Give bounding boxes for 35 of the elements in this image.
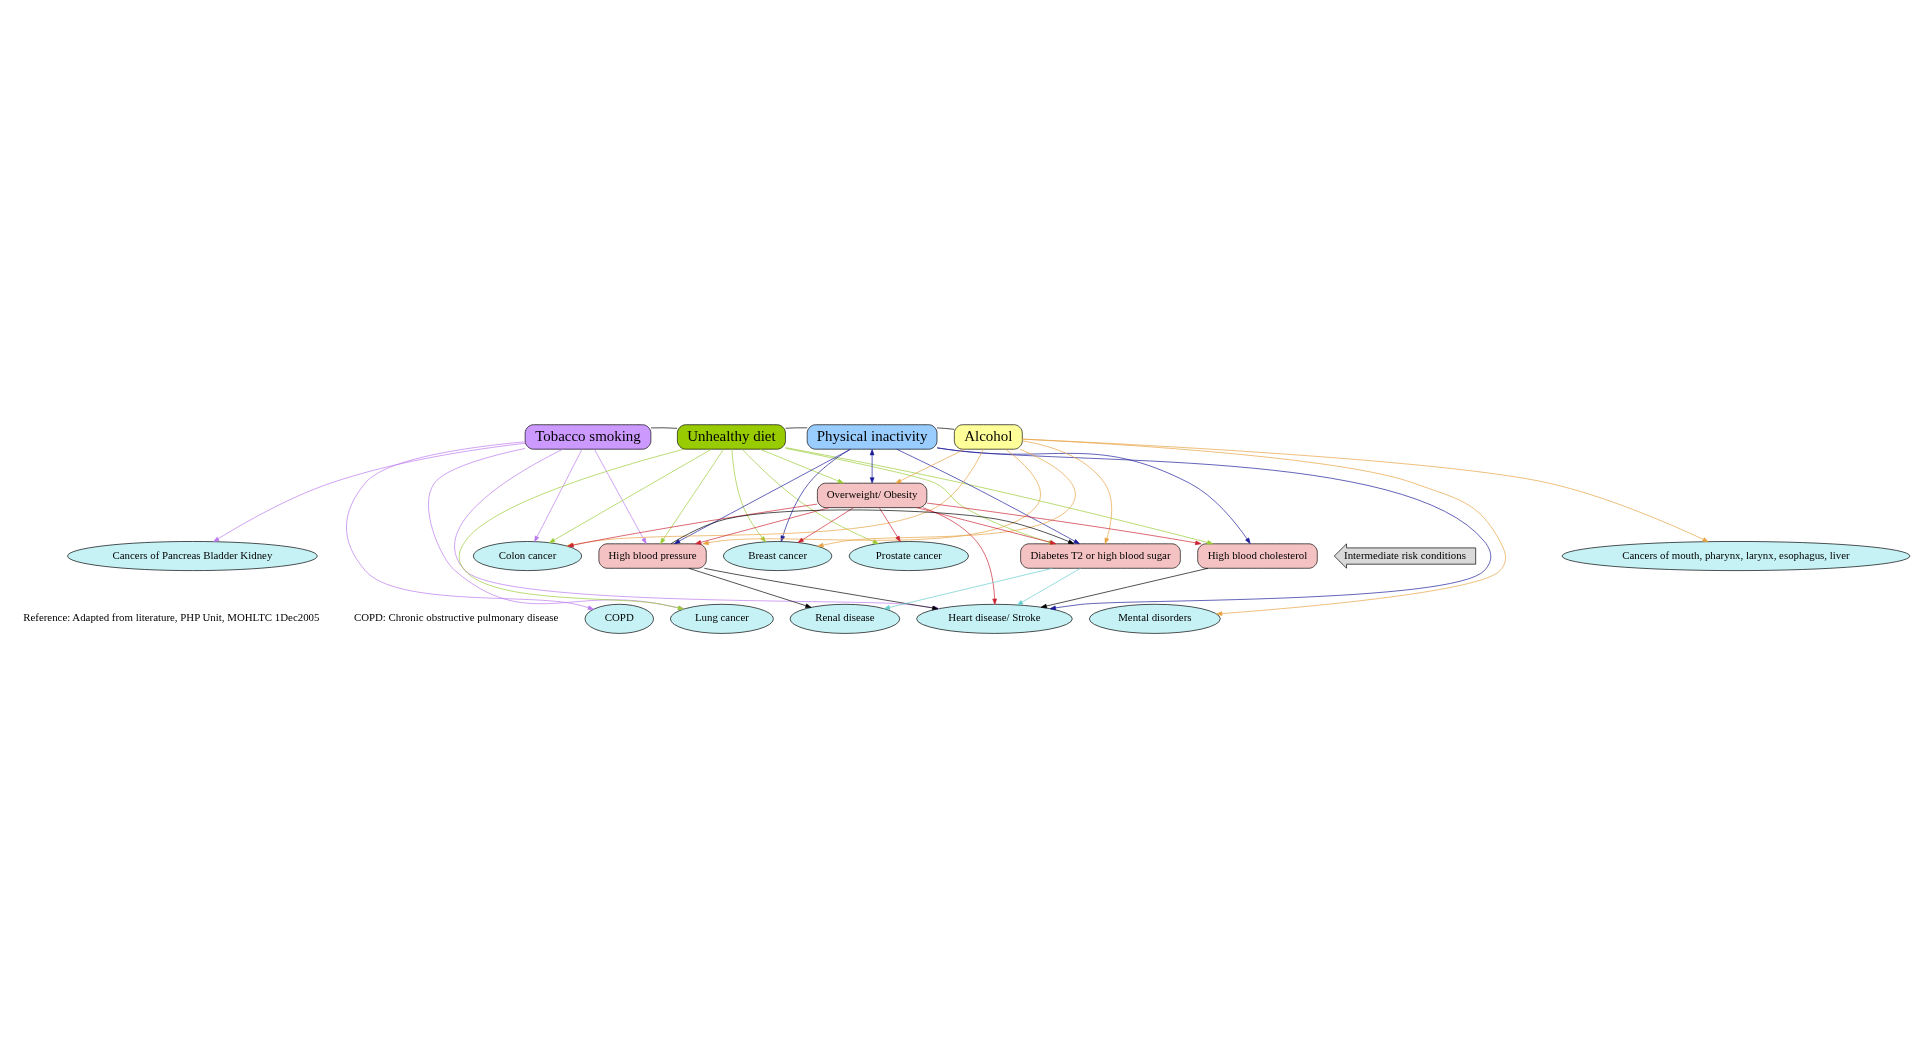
arrow [673,448,851,544]
arrow [687,567,811,608]
arrow [780,449,850,542]
node-box: Unhealthy diet [676,424,786,450]
arrow [694,507,830,545]
arrow [659,449,724,545]
arrow [741,449,879,544]
node-ellipse: Cancers of Pancreas Bladder Kidney [66,541,318,571]
connector [936,427,955,430]
label: COPD: Chronic obstructive pulmonary disease [353,611,558,624]
node-box: Tobacco smoking [524,424,651,450]
arrow [345,441,594,610]
arrow [212,443,525,543]
arrow [731,448,766,543]
node-box: Physical inactivity [806,424,937,450]
arrow [936,447,1491,611]
arrow [548,448,712,544]
arrow [922,507,997,605]
node-box: Overweight/ Obesity [816,482,927,508]
node-ellipse: Cancers of mouth, pharynx, larynx, esophagus, liver [1561,541,1910,571]
node-box: High blood cholesterol [1196,543,1318,569]
arrow [797,507,854,543]
arrow [759,448,844,484]
node-box: Diabetes T2 or high blood sugar [1019,543,1181,569]
arrow [878,507,901,542]
arrow [1040,567,1208,609]
node-box: High blood pressure [598,543,707,569]
arrow [533,449,582,543]
arrow [894,449,965,484]
arrow [593,449,646,545]
arrow [1016,567,1081,606]
node-box: Alcohol [953,424,1023,450]
label: Reference: Adapted from literature, PHP Unit, MOHLTC 1Dec2005 [22,611,319,624]
arrow [702,448,1041,545]
arrow [869,449,874,484]
